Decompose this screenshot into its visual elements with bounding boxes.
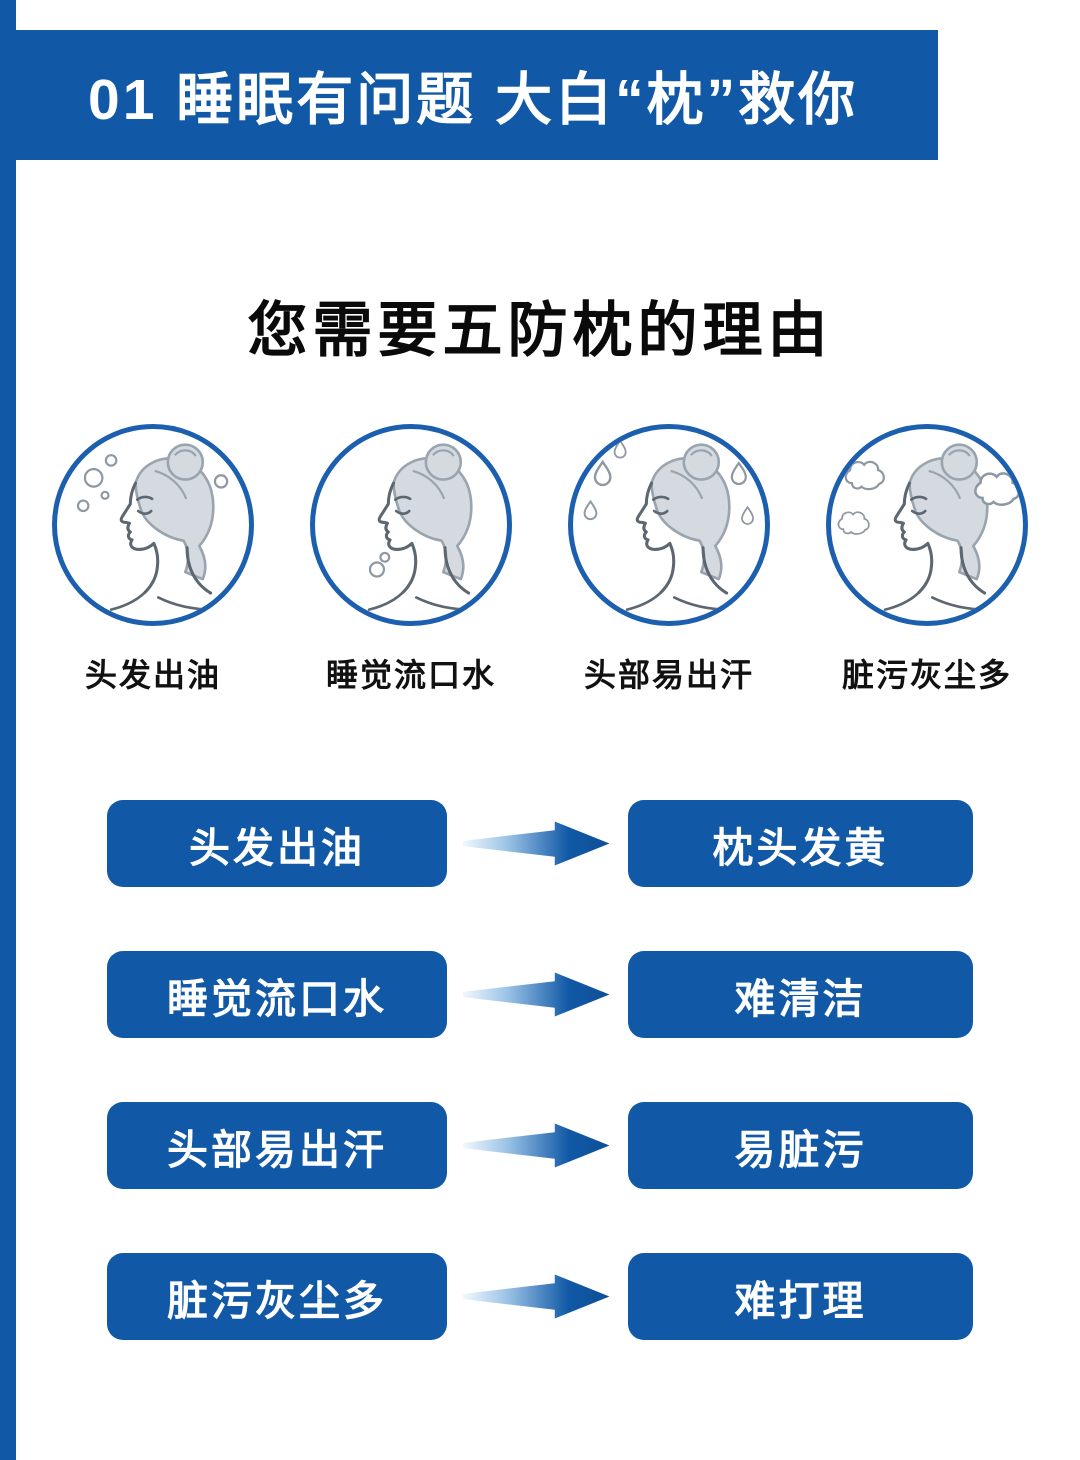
left-accent-stripe — [0, 0, 16, 1460]
arrow-box — [447, 817, 628, 870]
effect-pill: 易脏污 — [628, 1102, 973, 1189]
figure-dust: 脏污灰尘多 — [820, 424, 1034, 696]
header-title: 01 睡眠有问题 大白“枕”救你 — [88, 68, 859, 132]
figure-label: 睡觉流口水 — [325, 657, 496, 693]
right-arrow-icon — [462, 821, 609, 866]
cause-pill: 脏污灰尘多 — [107, 1253, 447, 1340]
woman-profile-dust-icon — [826, 424, 1028, 626]
woman-profile-drool-icon — [310, 424, 512, 626]
header-banner: 01 睡眠有问题 大白“枕”救你 — [0, 30, 938, 160]
cause-pill: 睡觉流口水 — [107, 951, 447, 1038]
woman-profile-oily-hair-icon — [52, 424, 254, 626]
oil-bubbles-icon — [76, 454, 229, 513]
figure-label: 头部易出汗 — [583, 657, 754, 693]
figure-drooling: 睡觉流口水 — [304, 424, 518, 696]
woman-profile-sweat-icon — [568, 424, 770, 626]
arrow-box — [447, 1119, 628, 1172]
cause-pill: 头发出油 — [107, 800, 447, 887]
effect-pill: 枕头发黄 — [628, 800, 973, 887]
cause-effect-list: 头发出油 枕头发黄 睡觉流口水 难清洁 头部易出汗 易脏污 脏污灰尘多 — [107, 800, 973, 1404]
cause-effect-row: 头发出油 枕头发黄 — [107, 800, 973, 887]
effect-pill: 难清洁 — [628, 951, 973, 1038]
cause-effect-row: 睡觉流口水 难清洁 — [107, 951, 973, 1038]
arrow-box — [447, 968, 628, 1021]
figure-sweating: 头部易出汗 — [562, 424, 776, 696]
figure-label: 脏污灰尘多 — [841, 657, 1012, 693]
figure-label: 头发出油 — [84, 657, 221, 693]
arrow-box — [447, 1270, 628, 1323]
drool-bubbles-icon — [368, 551, 391, 578]
figure-oily-hair: 头发出油 — [46, 424, 260, 696]
right-arrow-icon — [462, 1274, 609, 1319]
cause-effect-row: 头部易出汗 易脏污 — [107, 1102, 973, 1189]
right-arrow-icon — [462, 972, 609, 1017]
reason-figures-row: 头发出油 睡觉流口水 — [46, 424, 1034, 696]
cause-pill: 头部易出汗 — [107, 1102, 447, 1189]
cause-effect-row: 脏污灰尘多 难打理 — [107, 1253, 973, 1340]
effect-pill: 难打理 — [628, 1253, 973, 1340]
right-arrow-icon — [462, 1123, 609, 1168]
section-title: 您需要五防枕的理由 — [247, 297, 833, 364]
